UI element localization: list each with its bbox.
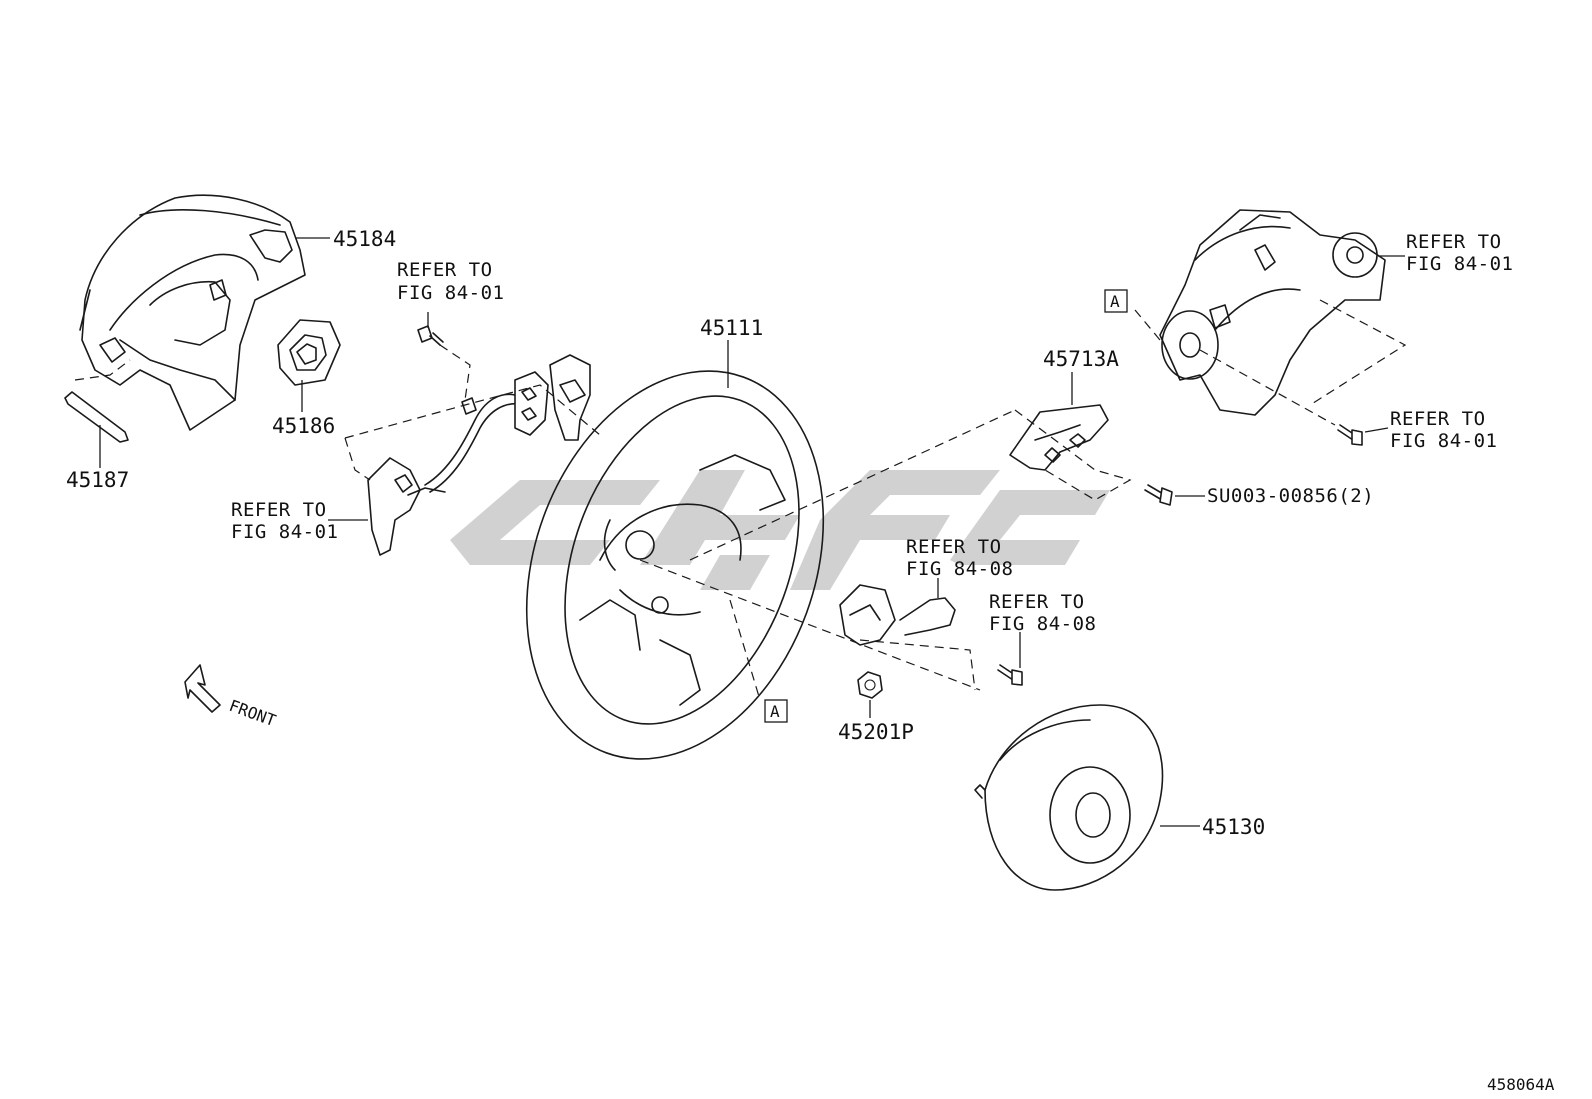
refer-paddle-1: REFER TO [231, 499, 327, 521]
switch-assembly [839, 584, 976, 691]
label-su003: SU003-00856(2) [1207, 485, 1374, 507]
paddle-shifter-assembly [344, 344, 601, 556]
label-45111: 45111 [700, 316, 763, 340]
label-45201P: 45201P [838, 720, 914, 744]
screw-right [1337, 424, 1363, 446]
part-45130-airbag [974, 704, 1164, 891]
callout-a-lower-text: A [770, 702, 780, 721]
front-arrow: FRONT [184, 664, 279, 730]
part-45184-cover [79, 194, 306, 431]
part-45713A-bracket [1009, 404, 1132, 501]
label-45186: 45186 [272, 414, 335, 438]
watermark-logo [450, 470, 1110, 590]
label-45184: 45184 [333, 227, 396, 251]
refer-switch-screw-2: FIG 84-08 [989, 613, 1096, 635]
label-45187: 45187 [66, 468, 129, 492]
refer-switch-screw-1: REFER TO [989, 591, 1085, 613]
label-45130: 45130 [1202, 815, 1265, 839]
leader-lines [99, 237, 1405, 827]
refer-switch-2: FIG 84-08 [906, 558, 1013, 580]
callout-a-upper: A [1104, 289, 1128, 313]
figure-number: 458064A [1487, 1075, 1555, 1094]
refer-right-screw-2: FIG 84-01 [1390, 430, 1497, 452]
refer-top-left-2: FIG 84-01 [397, 282, 504, 304]
right-assembly-clock-spring [1134, 209, 1407, 426]
screw-switch [997, 664, 1023, 686]
refer-right-screw-1: REFER TO [1390, 408, 1486, 430]
label-45713A: 45713A [1043, 347, 1119, 371]
part-45201P-nut [857, 671, 883, 699]
part-45187-strip [64, 359, 131, 443]
refer-switch-1: REFER TO [906, 536, 1002, 558]
callout-a-upper-text: A [1110, 292, 1120, 311]
refer-paddle-2: FIG 84-01 [231, 521, 338, 543]
refer-top-left-1: REFER TO [397, 259, 493, 281]
callout-a-lower: A [764, 699, 788, 723]
screw-su003 [1144, 484, 1173, 506]
refer-top-right-1: REFER TO [1406, 231, 1502, 253]
screw-top-left [417, 325, 444, 346]
part-45186-pad [277, 319, 341, 386]
part-45111-steering-wheel [525, 370, 1016, 760]
refer-top-right-2: FIG 84-01 [1406, 253, 1513, 275]
front-label: FRONT [227, 696, 279, 730]
